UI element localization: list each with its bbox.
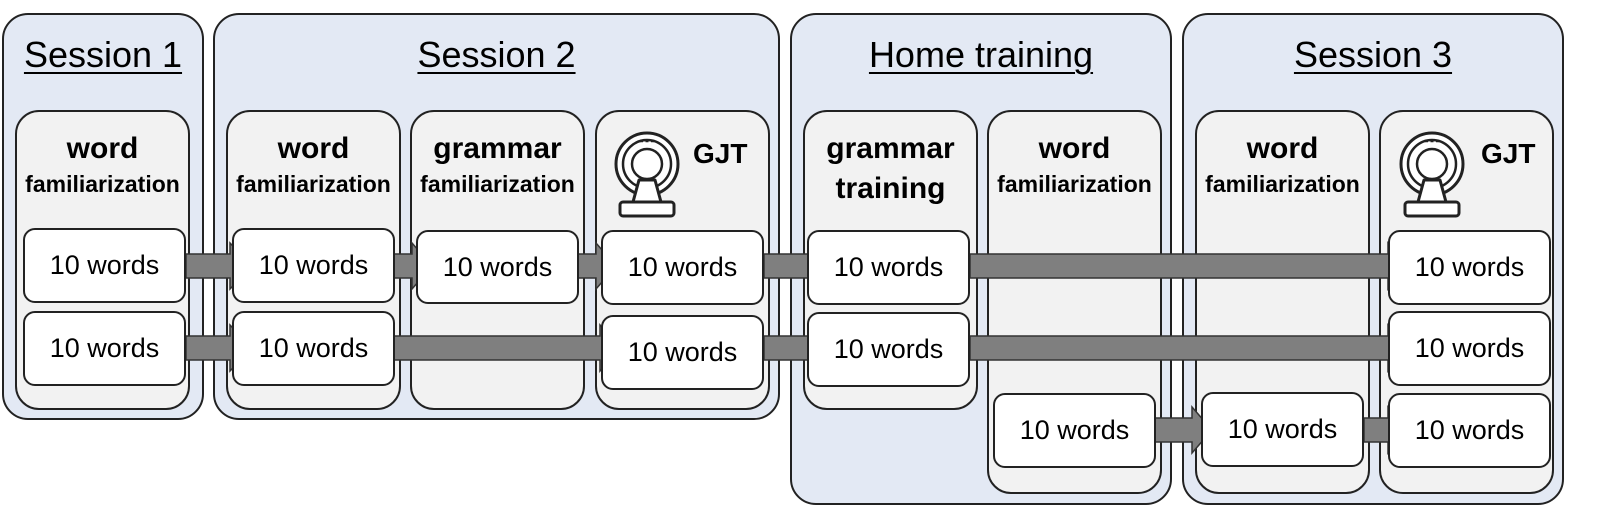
- session-2-title: Session 2: [417, 34, 576, 75]
- word-block: 10 words: [993, 393, 1156, 468]
- word-block: 10 words: [232, 311, 395, 386]
- home-training-title: Home training: [868, 34, 1094, 75]
- stage-subtitle: training: [835, 172, 946, 205]
- stage-title: word: [66, 132, 139, 165]
- stage-subtitle: familiarization: [236, 171, 391, 197]
- word-block: 10 words: [601, 230, 764, 305]
- word-block: 10 words: [1388, 311, 1551, 386]
- word-block: 10 words: [807, 230, 970, 305]
- stage-title: word: [277, 132, 350, 165]
- session-1-title: Session 1: [23, 34, 183, 75]
- word-block: 10 words: [1201, 392, 1364, 467]
- arrow: [969, 240, 1409, 292]
- word-block: 10 words: [23, 228, 186, 303]
- word-block: 10 words: [601, 315, 764, 390]
- word-block: 10 words: [1388, 230, 1551, 305]
- gjt-label: GJT: [1481, 138, 1536, 169]
- word-block: 10 words: [23, 311, 186, 386]
- stage-title: word: [1246, 132, 1319, 165]
- stage-subtitle: familiarization: [1205, 171, 1360, 197]
- stage-title: grammar: [433, 132, 562, 165]
- gjt-label: GJT: [693, 138, 748, 169]
- word-block: 10 words: [232, 228, 395, 303]
- word-block: 10 words: [416, 230, 579, 304]
- stage-subtitle: familiarization: [25, 171, 180, 197]
- word-block: 10 words: [807, 312, 970, 387]
- arrow: [969, 322, 1409, 374]
- word-block: 10 words: [1388, 393, 1551, 468]
- session-3-title: Session 3: [1293, 34, 1453, 75]
- mri-scanner-icon: [1399, 131, 1465, 218]
- stage-title: grammar: [826, 132, 955, 165]
- stage-subtitle: familiarization: [420, 171, 575, 197]
- stage-subtitle: familiarization: [997, 171, 1152, 197]
- stage-title: word: [1038, 132, 1111, 165]
- mri-scanner-icon: [614, 131, 680, 218]
- arrow: [393, 322, 621, 374]
